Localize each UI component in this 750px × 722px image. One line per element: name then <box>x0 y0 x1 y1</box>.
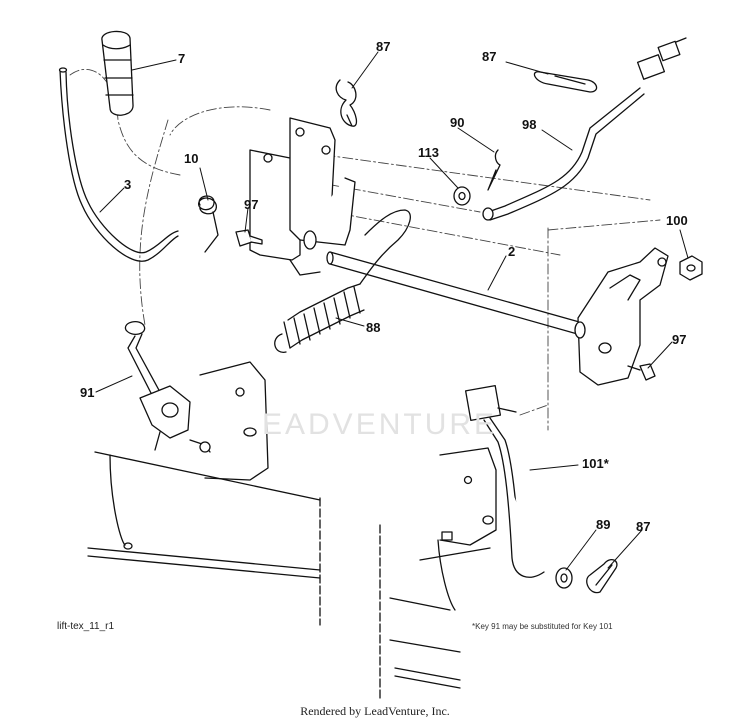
phantom-lines <box>69 69 661 431</box>
footnote: *Key 91 may be substituted for Key 101 <box>472 622 613 631</box>
part-113-washer <box>453 186 471 206</box>
left-deck-plate <box>87 361 321 626</box>
right-deck-plate <box>379 447 497 701</box>
callout-89: 89 <box>596 517 611 532</box>
part-3-lift-handle <box>58 67 179 262</box>
part-10-spring <box>198 195 219 253</box>
part-91-lever <box>124 320 211 453</box>
part-97-bolt-right <box>627 363 656 381</box>
part-100-nut <box>679 255 703 281</box>
drawing-id: lift-tex_11_r1 <box>57 621 115 632</box>
part-87-clip-bottom <box>586 558 618 594</box>
part-87-clip-right <box>533 71 598 93</box>
callout-87-right: 87 <box>482 49 497 64</box>
callout-98: 98 <box>522 117 537 132</box>
part-101-rod <box>464 384 545 578</box>
watermark: EADVENTURE <box>262 408 498 441</box>
callout-97-right: 97 <box>672 332 687 347</box>
callout-101: 101* <box>582 456 609 471</box>
part-90-cotter <box>487 149 501 191</box>
right-bracket <box>574 247 669 386</box>
part-7-grip <box>101 30 134 116</box>
callout-7: 7 <box>178 51 186 66</box>
callout-97-left: 97 <box>244 197 259 212</box>
callout-87-top: 87 <box>376 39 391 54</box>
part-97-bolt-left <box>235 229 263 247</box>
part-98-rod <box>482 37 687 221</box>
callout-113: 113 <box>418 145 439 160</box>
left-bracket <box>249 117 356 276</box>
callout-88: 88 <box>366 320 381 335</box>
part-2-lift-shaft <box>326 251 591 338</box>
leader-lines <box>95 51 689 571</box>
callout-2: 2 <box>508 244 516 259</box>
callout-87-bottom: 87 <box>636 519 651 534</box>
part-87-clip-top <box>335 79 358 127</box>
part-88-spring <box>274 209 411 353</box>
part-89-washer <box>555 567 573 589</box>
callout-91: 91 <box>80 385 95 400</box>
callout-10: 10 <box>184 151 199 166</box>
callout-100: 100 <box>666 213 688 228</box>
credit-line: Rendered by LeadVenture, Inc. <box>300 704 450 718</box>
callout-90: 90 <box>450 115 465 130</box>
callout-3: 3 <box>124 177 132 192</box>
